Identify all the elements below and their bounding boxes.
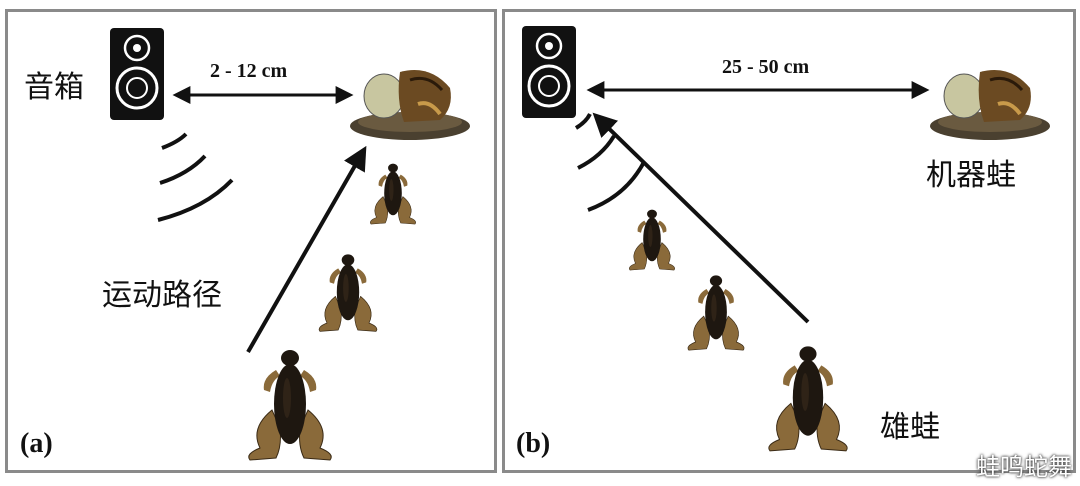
male-frog-icon: [629, 210, 674, 271]
speaker-icon: [110, 28, 164, 120]
robot-frog-label: 机器蛙: [926, 150, 1016, 194]
panel-label: (a): [20, 428, 53, 460]
male-frog-icon: [370, 164, 415, 225]
watermark: 蛙鸣蛇舞: [976, 447, 1072, 482]
speaker-label: 音箱: [24, 62, 84, 106]
sound-wave-icon: [158, 180, 232, 220]
distance-label: 2 - 12 cm: [210, 60, 287, 83]
path-label: 运动路径: [102, 270, 222, 314]
male-frog-icon: [688, 275, 744, 350]
sound-wave-icon: [160, 156, 205, 183]
male-frog-icon: [319, 254, 377, 331]
movement-path-arrow: [596, 116, 808, 322]
male-frog-label: 雄蛙: [880, 402, 940, 446]
robot-frog-icon: [350, 70, 470, 140]
movement-path-arrow: [248, 150, 364, 352]
robot-frog-icon: [930, 70, 1050, 140]
sound-wave-icon: [162, 134, 186, 148]
speaker-icon: [522, 26, 576, 118]
male-frog-icon: [249, 350, 332, 460]
distance-label: 25 - 50 cm: [722, 56, 809, 79]
panel-label: (b): [516, 428, 550, 460]
male-frog-icon: [769, 346, 847, 451]
sound-wave-icon: [578, 136, 614, 168]
sound-wave-icon: [576, 114, 590, 128]
sound-wave-icon: [588, 162, 644, 210]
